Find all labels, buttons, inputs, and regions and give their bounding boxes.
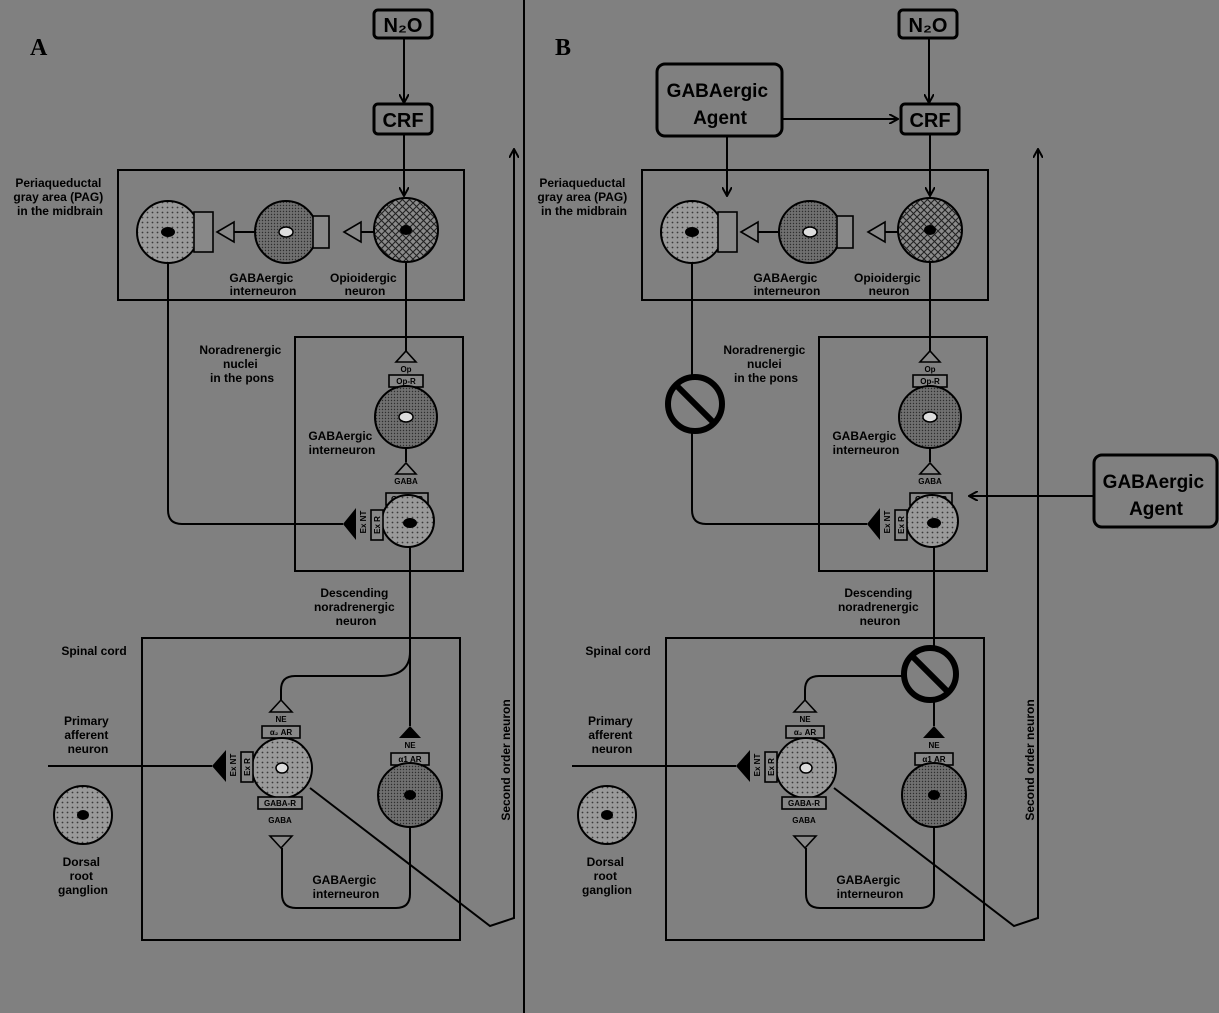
descending-branch (281, 652, 410, 700)
pag-output-nucleus (161, 227, 175, 237)
svg-text:Ex NT: Ex NT (753, 754, 762, 777)
inhibition-symbol-descending (904, 648, 956, 700)
svg-text:Ex NT: Ex NT (883, 511, 892, 534)
spinal-gaba-label: GABA (268, 816, 292, 825)
pag-gabaergic-label: GABAergic interneuron (229, 271, 296, 298)
pag-gabaergic-nucleus (279, 227, 293, 237)
pag-synapse-1 (217, 222, 234, 242)
svg-text:NE: NE (928, 741, 940, 750)
svg-text:Op: Op (924, 365, 935, 374)
descending-label: Descending noradrenergic neuron (314, 586, 398, 628)
pons-label-b: Noradrenergic nuclei in the pons (723, 343, 808, 385)
pons-gabaergic-label-b: GABAergic interneuron (832, 429, 899, 457)
pons-gabaergic-label: GABAergic interneuron (308, 429, 375, 457)
primary-afferent-label-b: Primary afferent neuron (588, 714, 636, 756)
pag-label-b: Periaqueductal gray area (PAG) in the mi… (537, 176, 630, 218)
n2o-label-b: N₂O (909, 15, 948, 37)
gaba-terminal (396, 463, 416, 474)
crf-label-b: CRF (909, 110, 950, 132)
primary-afferent-terminal (212, 750, 226, 782)
second-order-label: Second order neuron (499, 699, 513, 820)
pag-synapse-2 (344, 222, 361, 242)
ne-terminal-alpha1 (399, 726, 421, 738)
op-r-label: Op-R (396, 377, 416, 386)
svg-text:GABA-R: GABA-R (788, 799, 820, 808)
ne-label-alpha2: NE (275, 715, 287, 724)
pag-gabaergic-receptor (313, 216, 329, 248)
descending-label-b: Descending noradrenergic neuron (838, 586, 922, 628)
opioidergic-label-b: Opioidergic neuron (854, 271, 924, 298)
ex-nt-terminal (343, 508, 356, 540)
svg-text:Ex R: Ex R (897, 516, 906, 534)
pag-label: Periaqueductal gray area (PAG) in the mi… (13, 176, 106, 218)
crf-label: CRF (382, 110, 423, 132)
spinal-gabaergic-interneuron-nucleus (404, 790, 416, 800)
spinal-gaba-terminal (270, 836, 292, 848)
drg-nucleus (77, 810, 89, 820)
spinal-cord-label-b: Spinal cord (585, 644, 650, 658)
panel-b: B N₂O CRF GABAergic Agent Periaqueductal… (537, 10, 1217, 940)
ne-label-alpha1: NE (404, 741, 416, 750)
op-terminal (396, 351, 416, 362)
pons-gabaergic-nucleus (399, 412, 413, 422)
a2-ar-label: α₂ AR (270, 728, 292, 737)
opioidergic-nucleus (400, 225, 412, 235)
svg-text:NE: NE (799, 715, 811, 724)
ex-r-label: Ex R (373, 516, 382, 534)
pons-label: Noradrenergic nuclei in the pons (199, 343, 284, 385)
svg-text:Op-R: Op-R (920, 377, 940, 386)
spinal-dorsal-horn-nucleus (276, 763, 288, 773)
spinal-ex-nt-label: Ex NT (229, 754, 238, 777)
gaba-label: GABA (394, 477, 418, 486)
pag-output-receptor (194, 212, 213, 252)
panel-letter-b: B (555, 35, 571, 61)
inhibition-symbol-pag (668, 377, 722, 431)
spinal-interneuron-label: GABAergic interneuron (312, 873, 379, 901)
spinal-ex-r-label: Ex R (243, 758, 252, 776)
n2o-label: N₂O (384, 15, 423, 37)
spinal-interneuron-label-b: GABAergic interneuron (836, 873, 903, 901)
pag-gabaergic-label-b: GABAergic interneuron (753, 271, 820, 298)
spinal-gaba-r-label: GABA-R (264, 799, 296, 808)
svg-text:GABA: GABA (792, 816, 816, 825)
drg-label-b: Dorsal root ganglion (582, 855, 632, 897)
svg-text:GABA: GABA (918, 477, 942, 486)
svg-text:Ex R: Ex R (767, 758, 776, 776)
opioidergic-label: Opioidergic neuron (330, 271, 400, 298)
ex-nt-label: Ex NT (359, 511, 368, 534)
svg-text:α₂ AR: α₂ AR (794, 728, 816, 737)
ne-terminal-alpha2 (270, 700, 292, 712)
op-label: Op (400, 365, 411, 374)
panel-a: A N₂O CRF Periaqueductal gray area (PAG)… (13, 10, 514, 940)
pag-to-pons-axon (168, 263, 343, 524)
second-order-label-b: Second order neuron (1023, 699, 1037, 820)
primary-afferent-label: Primary afferent neuron (64, 714, 112, 756)
panel-letter-a: A (30, 35, 48, 61)
noradrenergic-nucleus (403, 518, 417, 528)
spinal-cord-label: Spinal cord (61, 644, 126, 658)
drg-label: Dorsal root ganglion (58, 855, 108, 897)
